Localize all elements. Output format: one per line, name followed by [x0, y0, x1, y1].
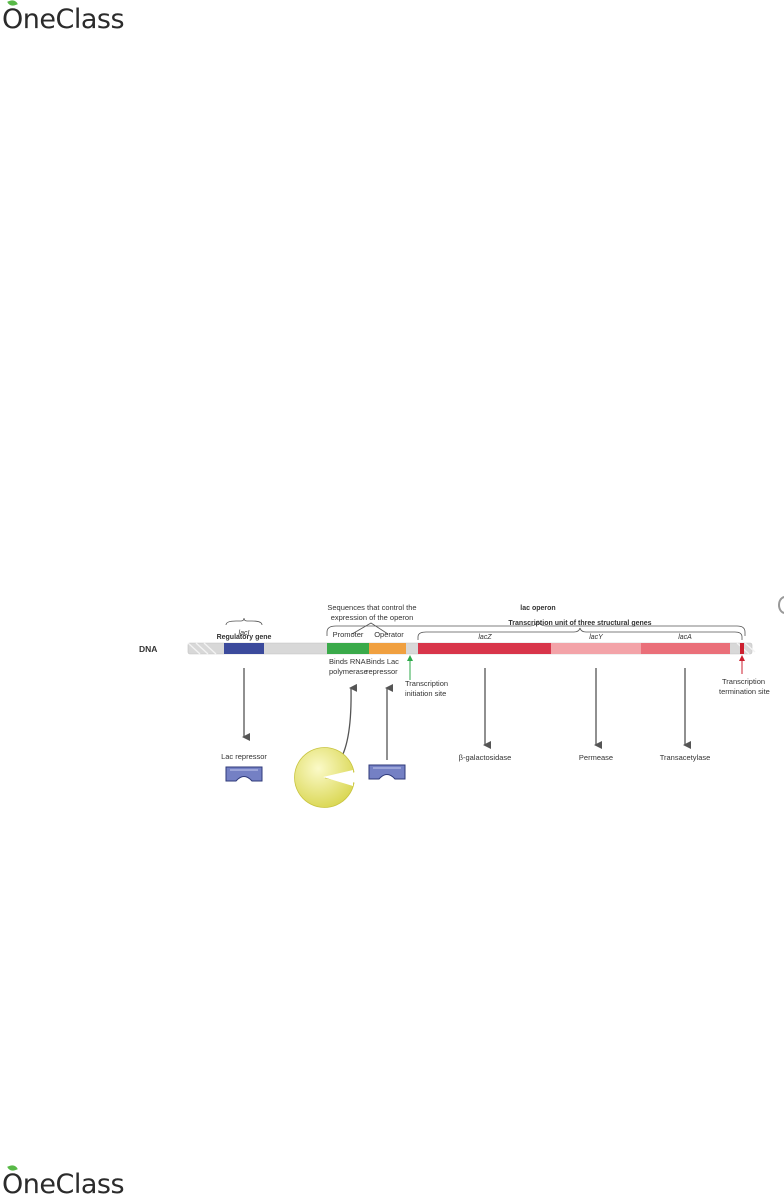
initiation-site-arrowhead: [407, 655, 413, 661]
regulatory-gene-label: Regulatory gene: [217, 634, 272, 641]
logo-text: neClass: [22, 3, 125, 35]
promoter-segment: [327, 643, 369, 654]
lac-repressor-icon: [225, 766, 263, 782]
laci-label: lacI: [239, 630, 250, 637]
regulatory-gene-bracket: [225, 617, 263, 626]
transcription-unit-label: Transcription unit of three structural g…: [508, 620, 651, 627]
operator-segment: [369, 643, 406, 654]
termination-segment: [740, 643, 744, 654]
control-sequences-label-line2: expression of the operon: [331, 613, 414, 622]
transacetylase-label: Transacetylase: [660, 753, 711, 762]
control-sequences-pointer: [351, 622, 389, 635]
dna-label: DNA: [139, 644, 157, 654]
promoter-label: Promoter: [333, 630, 364, 639]
lacy-gene: [551, 643, 641, 654]
lac-operon-label: lac operon: [520, 605, 555, 612]
binds-lac-label-line2: repressor: [366, 667, 398, 676]
lacz-label: lacZ: [478, 634, 492, 641]
cropped-edge-mark: [778, 596, 784, 614]
logo-text-bottom: neClass: [22, 1168, 125, 1200]
initiation-label-line2: initiation site: [405, 689, 446, 698]
binds-rna-label-line2: polymerase: [329, 667, 368, 676]
binds-rna-label-line1: Binds RNA: [329, 657, 366, 666]
permease-label: Permease: [579, 753, 613, 762]
lacy-label: lacY: [589, 634, 604, 641]
logo-leaf-icon: O: [2, 0, 23, 35]
laci-gene: [224, 643, 264, 654]
bound-repressor-icon: [368, 764, 406, 780]
rna-polymerase-icon: [294, 747, 355, 808]
lac-operon-bracket: [326, 619, 746, 636]
dna-strand-end-left: [187, 642, 217, 655]
binds-lac-label-line1: Binds Lac: [366, 657, 399, 666]
operator-label: Operator: [374, 630, 404, 639]
polymerase-to-promoter-arrow: [339, 683, 358, 761]
transcription-unit-bracket: [417, 627, 743, 640]
laca-gene: [641, 643, 730, 654]
logo-leaf-icon-bottom: O: [2, 1163, 23, 1200]
lacz-gene: [418, 643, 551, 654]
laca-label: lacA: [678, 634, 692, 641]
control-sequences-label-line1: Sequences that control the: [327, 603, 416, 612]
termination-label-line2: termination site: [719, 687, 770, 696]
initiation-label-line1: Transcription: [405, 679, 448, 688]
termination-label-line1: Transcription: [722, 677, 765, 686]
lac-repressor-label: Lac repressor: [221, 752, 267, 761]
termination-site-arrowhead: [739, 655, 745, 661]
galactosidase-label: β-galactosidase: [459, 753, 512, 762]
